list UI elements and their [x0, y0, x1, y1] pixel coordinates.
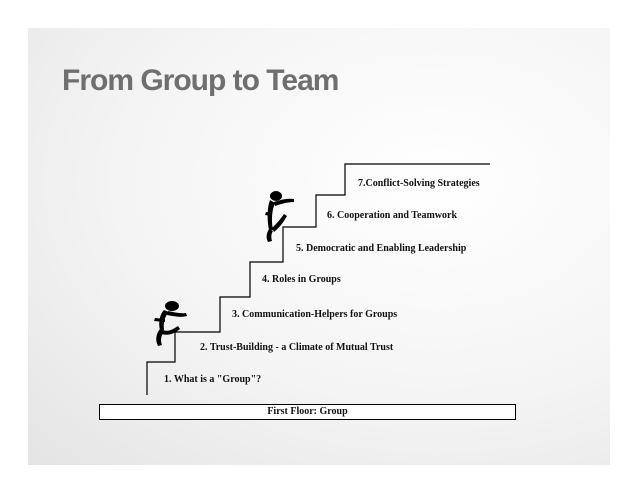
step-label-2: 2. Trust-Building - a Climate of Mutual …: [200, 342, 394, 353]
step-label-4: 4. Roles in Groups: [262, 274, 341, 285]
step-label-1: 1. What is a "Group"?: [164, 374, 262, 385]
step-label-5: 5. Democratic and Enabling Leadership: [296, 243, 467, 254]
step-label-3: 3. Communication-Helpers for Groups: [232, 309, 398, 320]
first-floor-box: First Floor: Group: [99, 404, 516, 420]
step-label-7: 7.Conflict-Solving Strategies: [358, 178, 480, 189]
step-label-6: 6. Cooperation and Teamwork: [327, 210, 458, 221]
slide-background: [28, 28, 610, 465]
climbing-figure-icon: [265, 191, 294, 242]
first-floor-label: First Floor: Group: [267, 406, 348, 417]
staircase-line: [146, 163, 490, 395]
climbing-figure-icon: [154, 301, 187, 346]
slide-title: From Group to Team: [62, 64, 339, 97]
